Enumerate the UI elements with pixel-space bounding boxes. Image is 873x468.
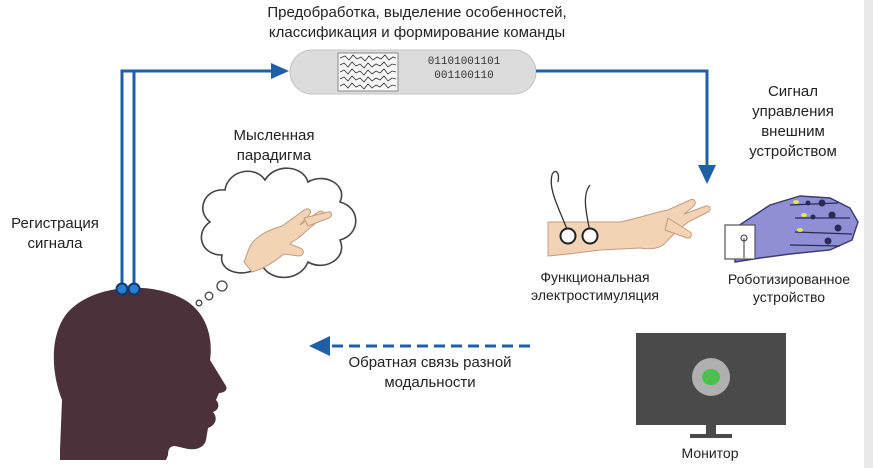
feedback-label: Обратная связь разной модальности [330,353,530,393]
processing-label-line1: Предобработка, выделение особенностей, [267,4,567,21]
right-edge-strip [864,0,873,468]
arrow-head-to-processing [271,63,289,79]
robot-label-line2: устройство [752,289,826,305]
eeg-traces-icon [337,52,399,92]
control-signal-line1: Сигнал [767,83,819,100]
binary-code: 01101001101 001100110 [414,55,514,83]
registration-label: Регистрация сигнала [0,214,110,254]
registration-label-line2: сигнала [27,235,83,252]
feedback-arrow-head [309,336,330,356]
processing-block [289,49,537,95]
control-signal-label: Сигнал управления внешним устройством [728,82,858,162]
binary-line1: 01101001101 [427,56,501,68]
control-signal-line4: устройством [749,143,837,160]
robot-label-line1: Роботизированное [727,271,851,287]
monitor-icon [636,333,786,438]
robotic-hand-icon [724,195,859,263]
monitor-label: Монитор [681,445,739,461]
fes-arm-icon [547,170,711,257]
robot-label: Роботизированное устройство [714,270,864,306]
electrode-icon [115,282,129,296]
control-signal-line3: внешним [761,123,825,140]
fes-label-line1: Функциональная [540,269,650,285]
control-signal-line2: управления [752,103,834,120]
imagined-hand-icon [243,208,332,273]
fes-electrode-icon [581,227,599,245]
head-silhouette-icon [53,282,227,460]
registration-label-line1: Регистрация [11,215,99,232]
processing-label-line2: классификация и формирование команды [268,24,566,41]
mental-paradigm-line1: Мысленная [233,127,315,144]
binary-line2: 001100110 [434,70,494,82]
mental-paradigm-label: Мысленная парадигма [214,126,334,166]
monitor-target-dot [702,369,720,385]
feedback-label-line1: Обратная связь разной [348,354,512,371]
fes-label: Функциональная электростимуляция [520,268,670,304]
feedback-label-line2: модальности [384,374,476,391]
processing-label: Предобработка, выделение особенностей, к… [234,3,600,43]
mental-paradigm-line2: парадигма [236,147,312,164]
arrow-head-to-devices [698,165,716,184]
registration-arrow [120,69,275,287]
fes-electrode-icon [559,227,577,245]
thought-bubble-icon [195,167,357,307]
fes-label-line2: электростимуляция [531,287,659,303]
electrode-icon [127,282,141,296]
control-signal-arrow [536,69,709,168]
